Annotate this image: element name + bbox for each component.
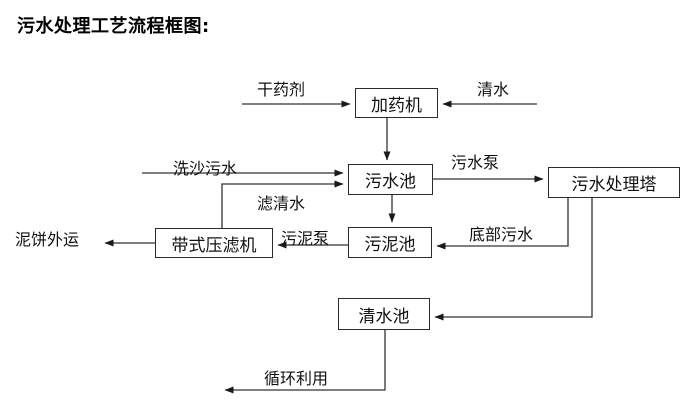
arrow-filter-press-to-sewage-pool [221,180,344,228]
node-sludge-pool-label: 污泥池 [364,235,416,255]
edge-label-clean-water: 清水 [477,80,510,99]
edge-label-sludge-pump: 污泥泵 [281,229,330,248]
node-dosing-machine: 加药机 [355,88,438,118]
edge-label-mud-cake-out: 泥饼外运 [15,230,80,249]
node-dosing-machine-label: 加药机 [371,95,422,116]
page-title: 污水处理工艺流程框图: [17,16,210,37]
node-sludge-pool: 污泥池 [348,227,432,258]
node-sewage-pool-label: 污水池 [365,172,416,192]
edge-label-dry-agent: 干药剂 [257,80,306,99]
arrow-tower-to-sludge-pool [436,198,569,250]
edge-label-recycling: 循环利用 [264,369,329,388]
node-belt-filter-press: 带式压滤机 [155,228,273,258]
edge-label-bottom-sewage: 底部污水 [469,225,534,244]
node-sewage-pool: 污水池 [348,164,433,195]
node-belt-filter-press-label: 带式压滤机 [171,235,257,256]
node-treatment-tower: 污水处理塔 [548,167,680,198]
node-clean-water-pool: 清水池 [338,298,430,330]
edge-label-sewage-pump: 污水泵 [451,153,500,172]
edge-label-filtered-water: 滤清水 [257,194,306,213]
node-clean-water-pool-label: 清水池 [358,306,410,327]
arrow-tower-to-clean-water-pool [434,198,593,321]
arrow-clean-water-pool-to-recycling [224,330,386,394]
edge-label-sand-washing-sewage: 洗沙污水 [173,159,238,178]
node-treatment-tower-label: 污水处理塔 [571,175,657,195]
